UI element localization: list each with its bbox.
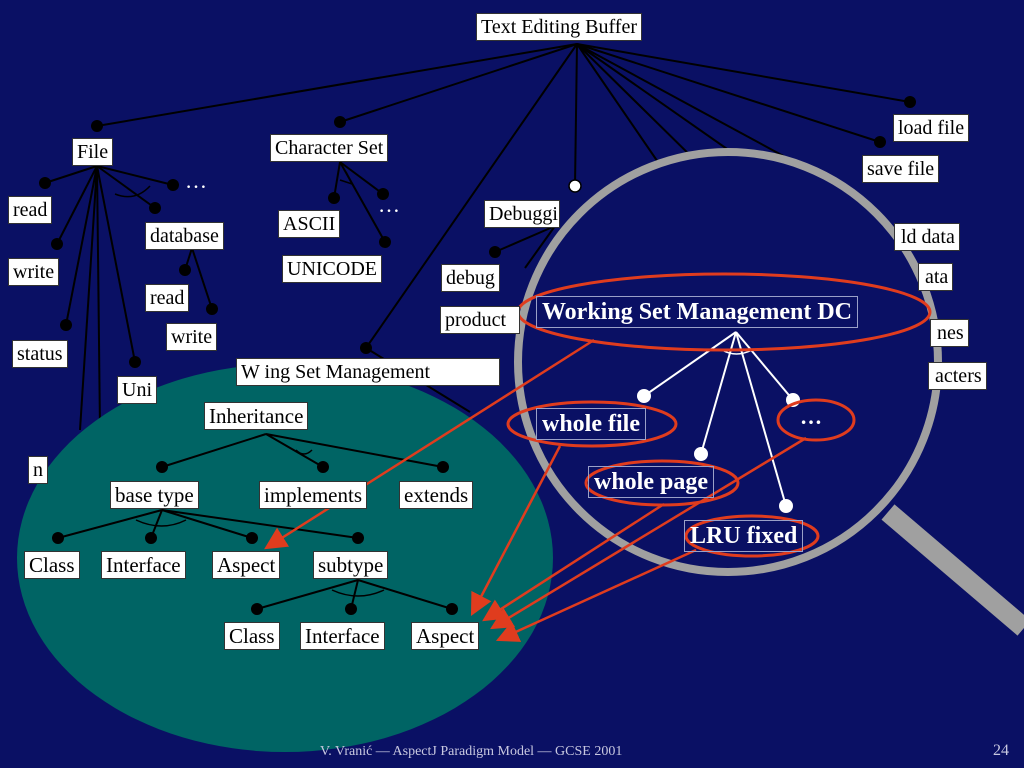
feature-acters-partial: acters xyxy=(928,362,987,390)
feature-n-partial: n xyxy=(28,456,48,484)
feature-file-read: read xyxy=(8,196,53,224)
feature-character-set: Character Set xyxy=(270,134,389,162)
inheritance-tree-dots xyxy=(52,461,458,615)
subtype-class: Class xyxy=(224,622,280,650)
feature-database-read: read xyxy=(145,284,190,312)
feature-product-partial: product xyxy=(440,306,520,334)
feature-file-status: status xyxy=(12,340,68,368)
base-type-class: Class xyxy=(24,551,80,579)
charset-ellipsis: … xyxy=(378,192,400,217)
inheritance-tree-lines xyxy=(57,433,453,610)
file-or-arc xyxy=(114,185,151,198)
inheritance-or-arc xyxy=(295,449,313,455)
lens-tree-lines xyxy=(643,331,794,507)
slide-page-number: 24 xyxy=(993,742,1009,759)
feature-save-file: save file xyxy=(862,155,940,183)
base-type-interface: Interface xyxy=(101,551,186,579)
lens-lru-fixed: LRU fixed xyxy=(684,520,804,552)
file-ellipsis: … xyxy=(185,168,207,193)
inheritance-base-type: base type xyxy=(110,481,199,509)
subtype-or-arc xyxy=(331,589,385,597)
feature-ata-partial: ata xyxy=(918,263,954,291)
lens-ellipsis: … xyxy=(800,404,822,429)
feature-debugging-partial: Debuggi xyxy=(484,200,560,228)
highlight-arrows xyxy=(264,338,807,642)
feature-database: database xyxy=(145,222,224,250)
feature-nes-partial: nes xyxy=(930,319,969,347)
subtype-interface: Interface xyxy=(300,622,385,650)
subtype-aspect: Aspect xyxy=(411,622,480,650)
feature-database-write: write xyxy=(166,323,218,351)
lens-whole-page: whole page xyxy=(588,466,714,498)
base-type-or-arc xyxy=(135,519,187,527)
magnifier-handle xyxy=(881,504,1024,636)
lens-working-set-management-dc: Working Set Management DC xyxy=(536,296,858,328)
inheritance-ellipse xyxy=(17,364,553,752)
inheritance-implements: implements xyxy=(259,481,367,509)
feature-ascii: ASCII xyxy=(278,210,341,238)
charset-or-arc xyxy=(339,171,354,186)
background-tree-lines xyxy=(44,43,911,431)
feature-ld-data-partial: ld data xyxy=(894,223,960,251)
feature-working-set-management: W ing Set Management xyxy=(236,358,500,386)
feature-debug: debug xyxy=(441,264,500,292)
inheritance-root: Inheritance xyxy=(204,402,309,430)
feature-load-file: load file xyxy=(893,114,970,142)
lens-whole-file: whole file xyxy=(536,408,646,440)
tree-root-text-editing-buffer: Text Editing Buffer xyxy=(476,13,642,41)
base-type-subtype: subtype xyxy=(313,551,389,579)
slide-footer: V. Vranić — AspectJ Paradigm Model — GCS… xyxy=(320,744,623,759)
background-tree-dots xyxy=(39,96,916,368)
base-type-aspect: Aspect xyxy=(212,551,281,579)
feature-uni-partial: Uni xyxy=(117,376,157,404)
feature-file: File xyxy=(72,138,114,166)
inheritance-extends: extends xyxy=(399,481,474,509)
debugging-optional-dot xyxy=(568,179,582,193)
feature-file-write: write xyxy=(8,258,60,286)
feature-unicode: UNICODE xyxy=(282,255,382,283)
